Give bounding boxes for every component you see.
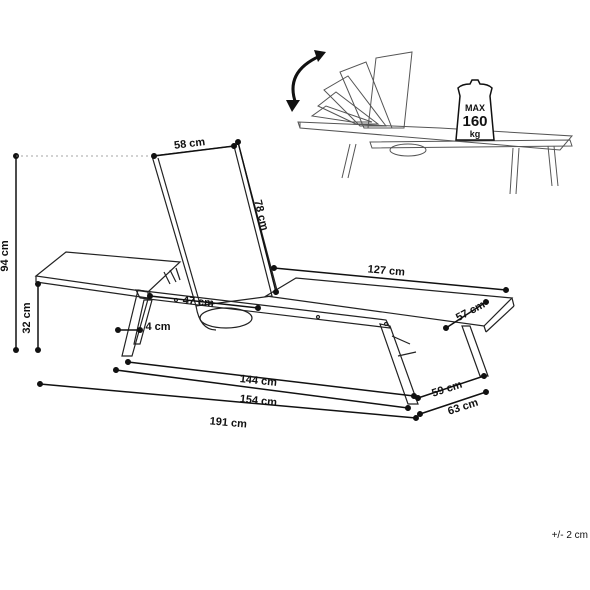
dim-front-width-label: 57 cm [454,299,487,324]
dim-total-height-label: 94 cm [0,240,11,271]
dim-frame-length-label: 154 cm [239,393,278,409]
dimension-labels: 58 cm 78 cm 94 cm 32 cm 47 cm 4 cm 127 c… [0,136,487,430]
dim-inner-width-label: 59 cm [430,379,464,400]
recline-rotation-arrow [286,50,326,112]
dim-seat-width-label: 58 cm [173,136,206,152]
max-load-unit: kg [470,129,481,139]
tolerance-note: +/- 2 cm [552,530,588,541]
leg-rest-panel [34,251,182,293]
dim-total-length-label: 191 cm [209,415,247,430]
dim-inner-length-label: 144 cm [239,373,278,389]
max-load-label: MAX [465,103,485,113]
backrest-panel [151,145,273,307]
max-load-value: 160 [462,113,487,130]
max-load-weight-icon: MAX 160 kg [455,79,495,141]
sunlounger-main-drawing [34,145,515,405]
reclining-positions-inset [297,51,574,195]
dim-backrest-to-seat-label: 47 cm [182,294,214,309]
dim-frame-thickness-label: 4 cm [145,321,170,333]
dimension-lines [13,139,509,421]
dim-lying-length-label: 127 cm [367,263,405,278]
dim-seat-height-label: 32 cm [21,302,33,333]
